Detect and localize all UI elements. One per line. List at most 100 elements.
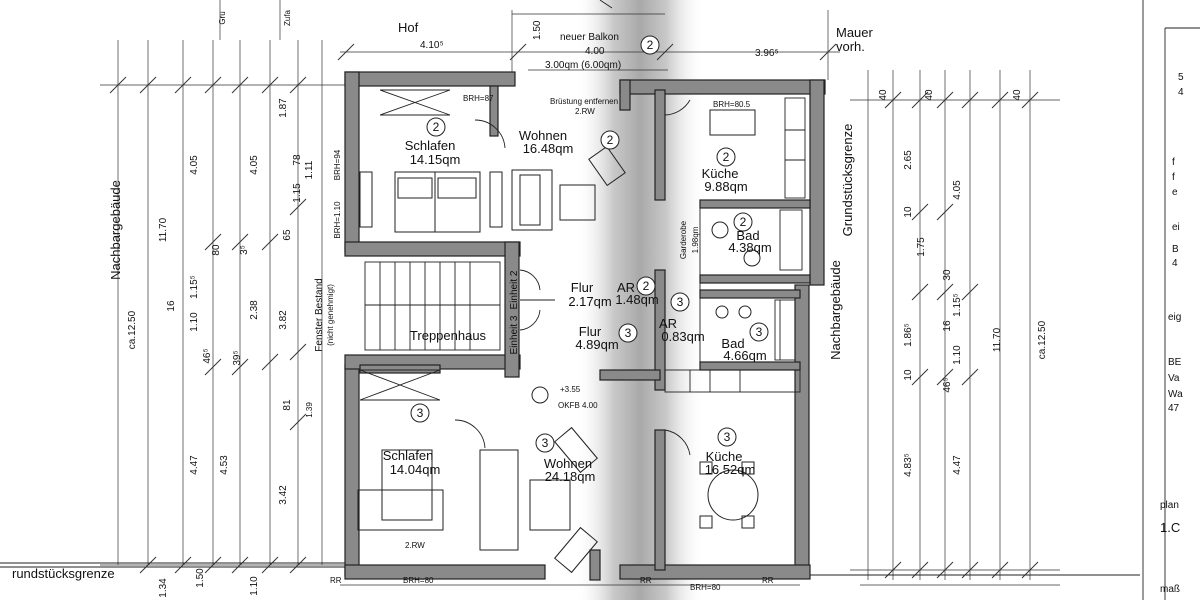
- unit-number: 3: [625, 326, 632, 340]
- dim-right: 4.83⁵: [903, 453, 914, 477]
- dim-right: 10: [903, 369, 914, 381]
- dim-left: 80: [211, 244, 222, 256]
- dim-left: 3⁵: [239, 245, 250, 255]
- dim-left: 4.47: [189, 455, 200, 475]
- thin-lines: [359, 89, 806, 456]
- room-name: Bad: [721, 336, 744, 351]
- room-name: Küche: [706, 449, 743, 464]
- dim-left: 1.10: [249, 576, 260, 596]
- rr-label-2: RR: [640, 576, 652, 585]
- panel-text: ei: [1172, 222, 1180, 233]
- panel-text: 1.C: [1160, 520, 1180, 535]
- brh80-label-2: BRH=80: [690, 583, 721, 592]
- dim-left: 4.05: [189, 155, 200, 175]
- einheit2-label: Einheit 2: [509, 270, 520, 309]
- unit-number: 2: [433, 120, 440, 134]
- grenze-right-label: Grundstücksgrenze: [840, 124, 855, 237]
- top-zufa-label: Zufa: [283, 9, 292, 26]
- brh80_5-label: BRH=80.5: [713, 100, 751, 109]
- mauer-label-2: vorh.: [836, 39, 865, 54]
- room-area: 0.83qm: [661, 329, 704, 344]
- panel-text: f: [1172, 172, 1175, 183]
- dim-left: 1.10: [189, 312, 200, 332]
- room-area: 16.48qm: [523, 141, 574, 156]
- bruestung-label: Brüstung entfernen: [550, 97, 618, 106]
- top-gru-label: Gru: [218, 11, 227, 24]
- room-area: 4.66qm: [723, 348, 766, 363]
- dim-left: 39⁵: [232, 350, 243, 365]
- panel-text: e: [1172, 187, 1178, 198]
- dim-top-2: 4.00: [585, 46, 605, 57]
- room-name: Garderobe: [679, 220, 688, 259]
- brh110-label: BRH=1.10: [333, 201, 342, 239]
- panel-text: 47: [1168, 403, 1180, 414]
- dim-left: 65: [282, 229, 293, 241]
- room-area: 4.89qm: [575, 337, 618, 352]
- room-name: AR: [659, 316, 677, 331]
- room-area: 1.48qm: [615, 292, 658, 307]
- unit-number: 2: [643, 279, 650, 293]
- dim-right: 1.86⁵: [903, 323, 914, 347]
- room-name: Wohnen: [544, 456, 592, 471]
- dim-right: 1.15⁵: [952, 293, 963, 317]
- dim-left: 1.87: [278, 98, 289, 118]
- rw2-top-label: 2.RW: [575, 107, 595, 116]
- dim-right: ca.12.50: [1037, 320, 1048, 359]
- dim-left: 2.38: [249, 300, 260, 320]
- panel-text: 4: [1178, 87, 1184, 98]
- dim-top-3: 3.96⁵: [755, 48, 779, 59]
- dim-left: 81: [282, 399, 293, 411]
- dim-right: 40: [924, 89, 935, 101]
- dim-left: 46⁵: [202, 348, 213, 363]
- panel-text: plan: [1160, 500, 1179, 511]
- panel-text: Wa: [1168, 389, 1183, 400]
- room-area: 1.98qm: [691, 226, 700, 253]
- bottom-lines: [0, 562, 1140, 586]
- room-name: Schlafen: [383, 448, 434, 463]
- room-area: 4.38qm: [728, 240, 771, 255]
- dim-left: 3.42: [278, 485, 289, 505]
- nachbar-right-label: Nachbargebäude: [828, 260, 843, 360]
- panel-text: eig: [1168, 312, 1181, 323]
- top-dimension-lines: [219, 0, 840, 82]
- room-labels: Schlafen 14.15qm Wohnen 16.48qm Küche 9.…: [383, 128, 772, 484]
- einheit3-label: Einheit 3: [509, 315, 520, 354]
- brh87-label: BRH=87: [463, 94, 494, 103]
- rr-label: RR: [330, 576, 342, 585]
- dim-left: 3.82: [278, 310, 289, 330]
- unit-marker-numbers: 2 2 2 2 2 3 3 3 3 3 3 2: [417, 38, 763, 450]
- dim-left: 78: [292, 154, 303, 166]
- unit-number: 3: [417, 406, 424, 420]
- okfb-top-label: +3.55: [560, 385, 581, 394]
- panel-text: B: [1172, 244, 1179, 255]
- dim-left: 1.50: [195, 568, 206, 588]
- room-name: Flur: [579, 324, 602, 339]
- hof-label: Hof: [398, 20, 419, 35]
- dim-right: 1.10: [952, 345, 963, 365]
- dim-left: 4.05: [249, 155, 260, 175]
- staircase: [364, 261, 501, 351]
- nachbar-left-label: Nachbargebäude: [108, 180, 123, 280]
- panel-text: BE: [1168, 357, 1182, 368]
- room-area: 24.18qm: [545, 469, 596, 484]
- dim-top-4: 1.50: [532, 20, 543, 40]
- dim-right: 1.75: [916, 237, 927, 257]
- panel-text: Va: [1168, 373, 1180, 384]
- dim-right: 2.65: [903, 150, 914, 170]
- room-area: 2.17qm: [568, 294, 611, 309]
- left-dimension-lines: [100, 40, 345, 574]
- dim-right: 11.70: [992, 327, 1003, 352]
- unit-number: 2: [740, 215, 747, 229]
- room-name: Wohnen: [519, 128, 567, 143]
- dim-left: 11.70: [158, 217, 169, 242]
- dim-left: 1.15: [292, 183, 303, 203]
- panel-text: maß: [1160, 584, 1180, 595]
- right-dimension-labels: 2.65 4.05 1.75 11.70 ca.12.50 4.47 4.83⁵…: [878, 89, 1048, 477]
- dim-left: 16: [166, 300, 177, 312]
- dim-left: 1.11: [304, 160, 315, 179]
- fenster-label-2: (nicht genehmigt): [326, 284, 335, 346]
- furniture: [357, 109, 761, 574]
- unit-number: 2: [723, 150, 730, 164]
- dim-right: 46⁵: [942, 377, 953, 392]
